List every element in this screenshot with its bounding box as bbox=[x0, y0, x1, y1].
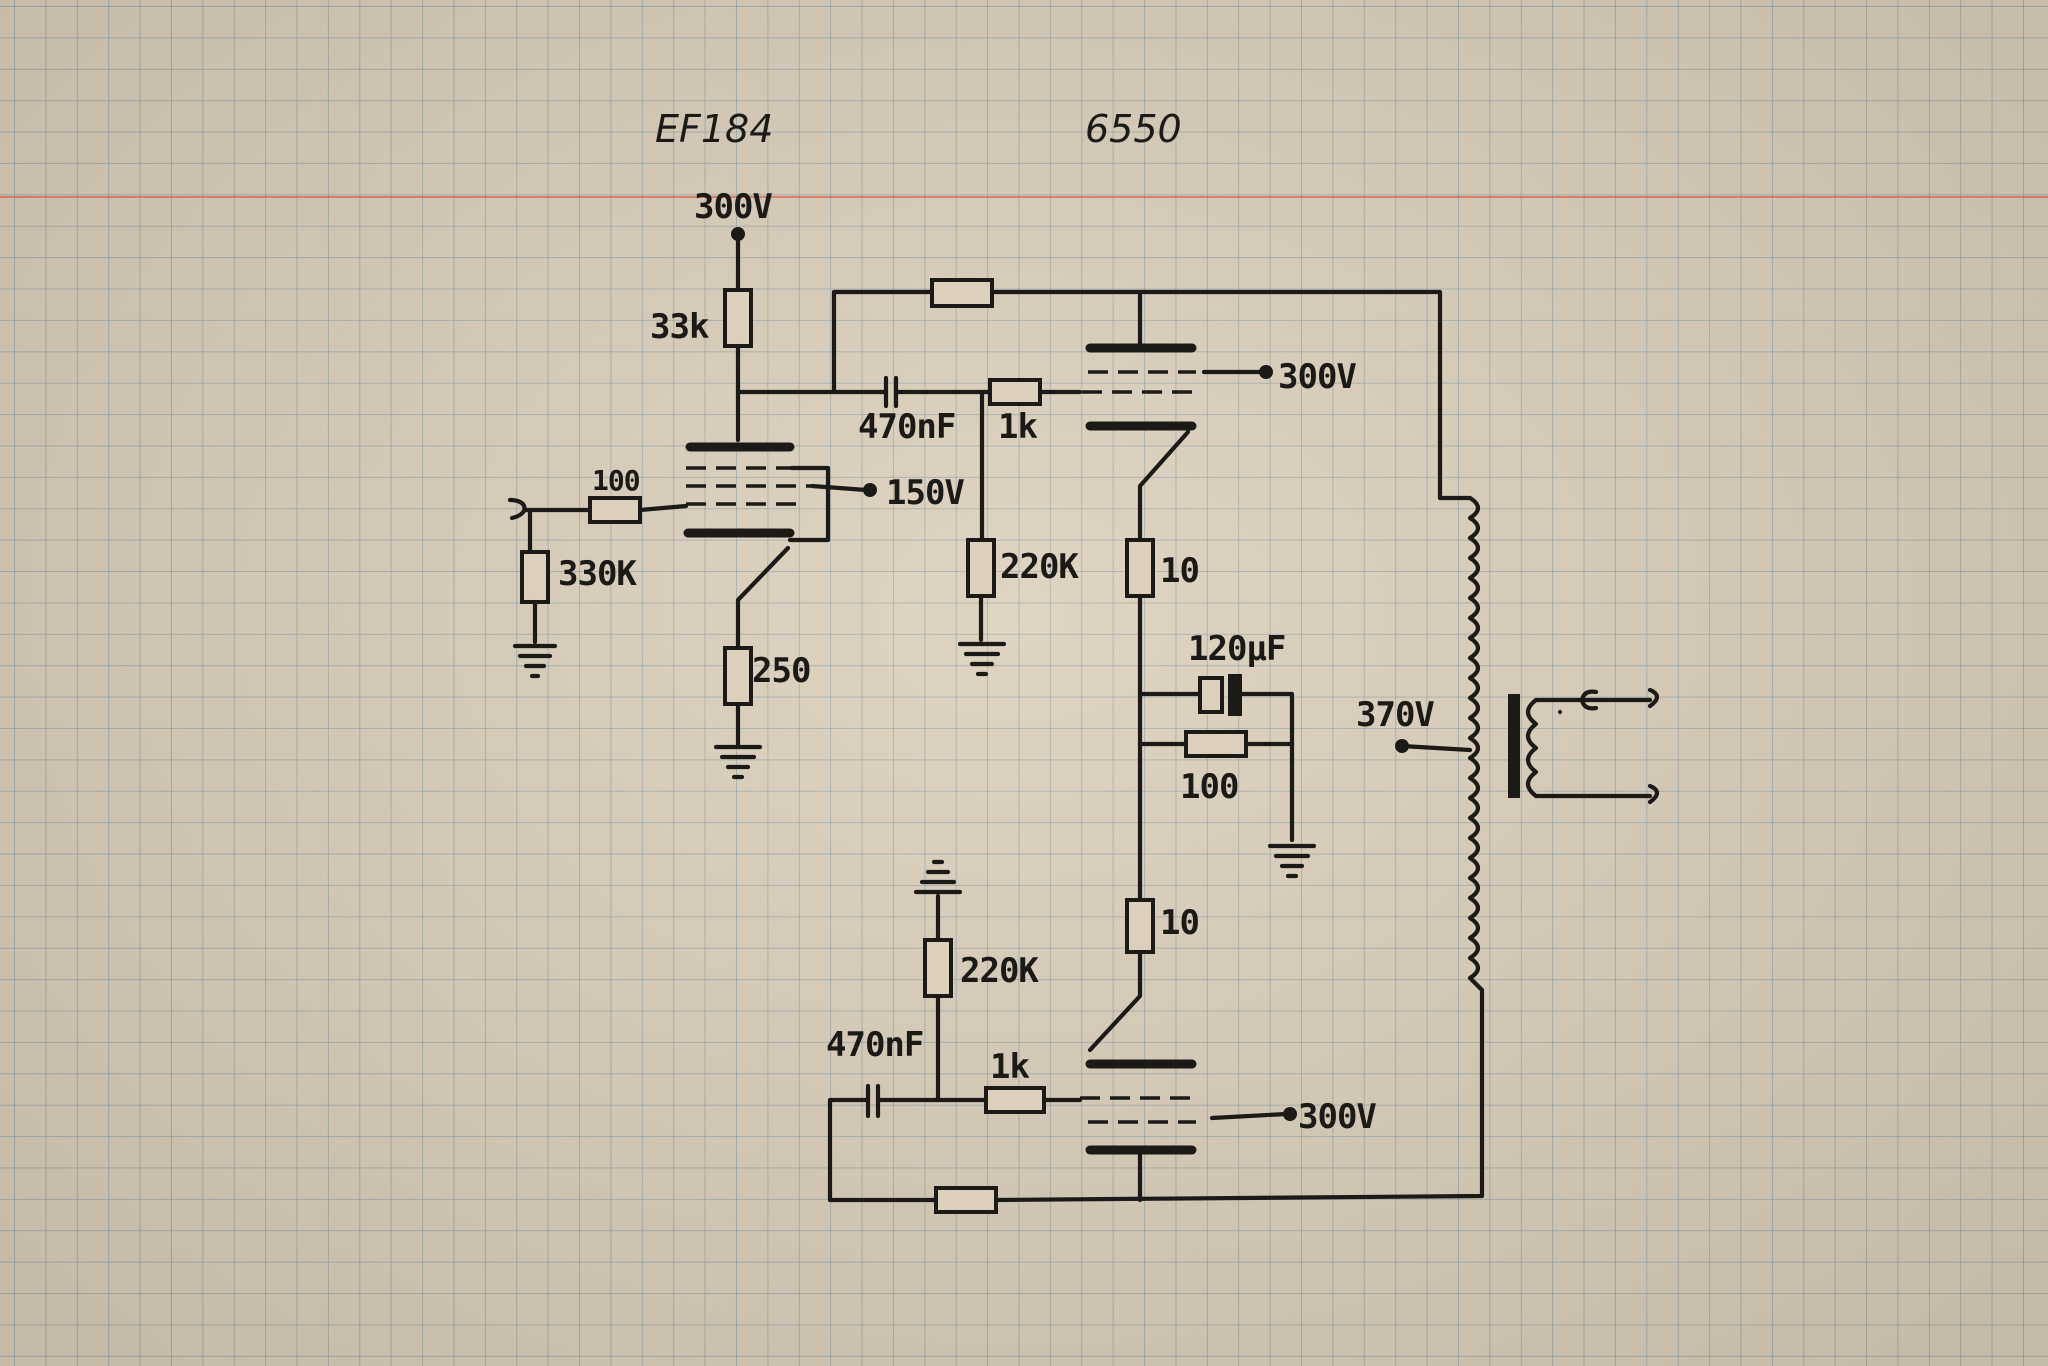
wire-feedback-top bbox=[831, 289, 935, 395]
input-jack-icon bbox=[507, 497, 527, 521]
resistor-feedback-top bbox=[930, 278, 994, 308]
wire-anode-rail-top bbox=[989, 289, 1443, 501]
resistor-1k-top bbox=[988, 378, 1042, 406]
resistor-1k-bottom bbox=[984, 1086, 1046, 1114]
label-r-cath-top: 10 bbox=[1160, 551, 1199, 591]
label-r-grid-leak-top: 220K bbox=[1000, 547, 1079, 587]
bottom-6550-stage: 10 300V 1k 470nF 220K bbox=[826, 859, 1485, 1214]
label-b-plus: 370V bbox=[1356, 695, 1434, 735]
label-screen-supply: 150V bbox=[886, 473, 964, 513]
resistor-10-bottom bbox=[1125, 898, 1155, 954]
label-r-input-leak: 330K bbox=[558, 554, 637, 594]
label-g2-supply-bottom: 300V bbox=[1298, 1097, 1376, 1137]
capacitor-120uf-plate bbox=[1198, 676, 1224, 714]
label-c-cath: 120µF bbox=[1188, 629, 1285, 669]
wire-cathode bbox=[735, 545, 791, 651]
b-plus-node bbox=[1395, 739, 1409, 753]
g2-node-top bbox=[1259, 365, 1273, 379]
label-r-grid-stop-bottom: 1k bbox=[990, 1047, 1029, 1087]
resistor-220k-top bbox=[966, 538, 996, 598]
ground-icon bbox=[512, 643, 558, 679]
label-g2-supply-top: 300V bbox=[1278, 357, 1356, 397]
label-supply-top: 300V bbox=[694, 187, 772, 227]
ef184-stage: 300V 33k 150V 250 100 330K bbox=[507, 187, 965, 780]
label-r-cath-shared: 100 bbox=[1180, 767, 1238, 807]
ground-icon bbox=[957, 641, 1007, 677]
resistor-10-top bbox=[1125, 538, 1155, 598]
resistor-220k-bottom bbox=[923, 938, 953, 998]
ground-icon bbox=[713, 744, 763, 780]
wire-cathode-bottom bbox=[1087, 949, 1143, 1053]
screen-node bbox=[863, 483, 877, 497]
secondary-winding bbox=[1525, 697, 1539, 799]
output-terminal-2-icon bbox=[1643, 783, 1660, 805]
output-transformer: 370V bbox=[1356, 495, 1660, 993]
label-r-grid-leak-bottom: 220K bbox=[960, 951, 1039, 991]
wire-g2-bottom bbox=[1209, 1111, 1289, 1121]
label-r-anode: 33k bbox=[650, 307, 709, 347]
title-6550: 6550 bbox=[1085, 107, 1182, 151]
resistor-100-cathode bbox=[1184, 730, 1248, 758]
capacitor-470nf-bottom bbox=[827, 1083, 881, 1203]
label-c-coupling-bottom: 470nF bbox=[826, 1025, 923, 1065]
primary-winding bbox=[1437, 495, 1485, 993]
wire-screen bbox=[809, 483, 869, 493]
wire-anode-rail-bottom bbox=[993, 987, 1485, 1203]
resistor-330k bbox=[520, 550, 550, 604]
ground-icon bbox=[1267, 843, 1317, 879]
wire-cathode-top bbox=[1137, 429, 1191, 543]
capacitor-120uf-negative bbox=[1228, 674, 1242, 716]
label-r-cath-bottom: 10 bbox=[1160, 903, 1199, 943]
top-6550-stage: 470nF 1k 220K 300V 10 bbox=[831, 278, 1443, 903]
wire-grid bbox=[637, 503, 689, 513]
wire-center-tap bbox=[1399, 743, 1473, 753]
capacitor-470nf-top bbox=[877, 375, 993, 409]
resistor-33k bbox=[723, 288, 753, 348]
title-ef184: EF184 bbox=[655, 107, 773, 151]
label-c-coupling-top: 470nF bbox=[858, 407, 955, 447]
resistor-feedback-bottom bbox=[934, 1186, 998, 1214]
output-terminal-1-icon bbox=[1579, 687, 1660, 709]
red-margin-line bbox=[0, 196, 2048, 198]
g2-node-bottom bbox=[1283, 1107, 1297, 1121]
label-r-input: 100 bbox=[592, 464, 640, 497]
resistor-100-input bbox=[588, 496, 642, 524]
cathode-network: 120µF 100 bbox=[1137, 629, 1317, 879]
resistor-250 bbox=[723, 646, 753, 706]
wire bbox=[1239, 691, 1295, 843]
label-r-cathode: 250 bbox=[752, 651, 810, 691]
wire-g3-cathode bbox=[787, 465, 831, 543]
ground-icon bbox=[913, 859, 963, 895]
label-r-grid-stop-top: 1k bbox=[998, 407, 1037, 447]
transformer-core bbox=[1508, 694, 1520, 798]
